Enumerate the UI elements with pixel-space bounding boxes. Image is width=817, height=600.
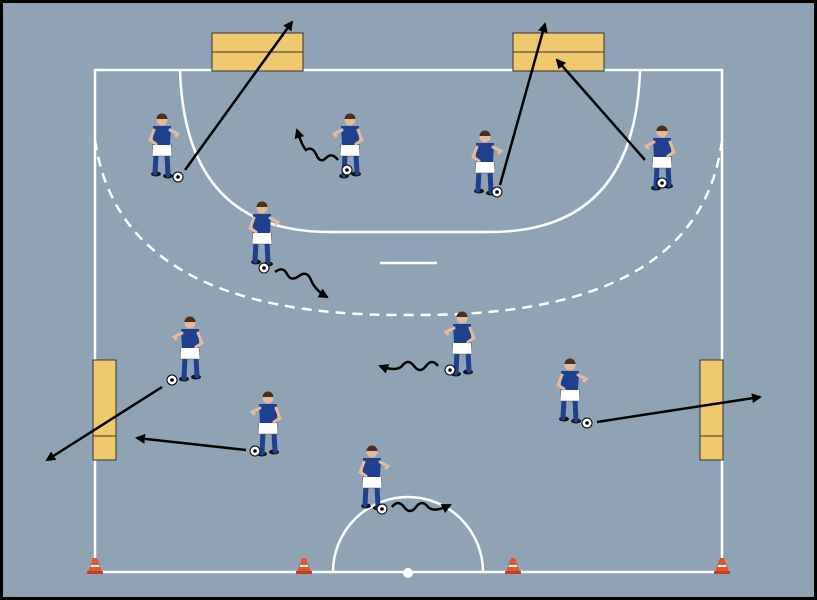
goal-top-right (512, 32, 605, 72)
shot-arrow (183, 20, 294, 171)
goal-right (699, 359, 724, 461)
shot-arrow (555, 58, 646, 161)
dashed-free-kick-line (93, 139, 724, 317)
ball-icon (341, 164, 353, 176)
ball-icon (166, 374, 178, 386)
dribble-arrow (274, 268, 329, 299)
center-spot (403, 568, 413, 578)
center-circle (331, 495, 485, 573)
shot-arrow (596, 393, 762, 424)
ball-icon (444, 364, 456, 376)
ball-icon (656, 177, 668, 189)
ball-icon (376, 503, 388, 515)
goal-left (92, 359, 117, 461)
shot-arrow (135, 433, 247, 452)
shot-arrow (498, 22, 548, 186)
shot-arrow (45, 385, 163, 462)
goal-top-left (211, 32, 304, 72)
dribble-arrow (294, 128, 339, 162)
dribble-arrow (378, 360, 439, 374)
penalty-area-arc (178, 69, 642, 234)
dribble-arrow (391, 501, 452, 514)
ball-icon (258, 262, 270, 274)
ball-icon (581, 417, 593, 429)
pitch (3, 3, 814, 597)
ball-icon (172, 171, 184, 183)
ball-icon (249, 445, 261, 457)
arrows (45, 20, 762, 514)
ball-icon (491, 186, 503, 198)
